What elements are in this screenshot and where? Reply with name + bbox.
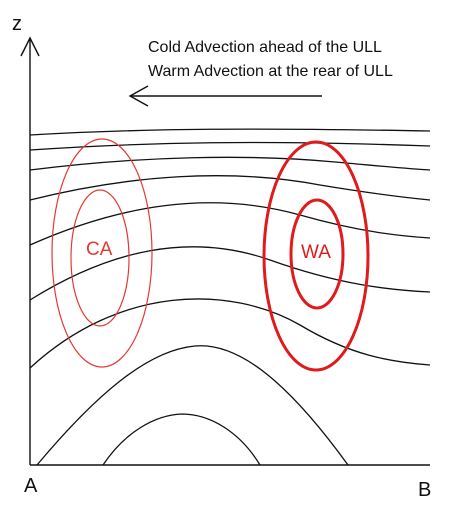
left-arrow-icon [128, 85, 322, 107]
caption-line-1: Cold Advection ahead of the ULL [148, 39, 382, 56]
contour-line-6 [29, 246, 431, 301]
cold-advection-outer-ring [51, 138, 153, 368]
caption-line-2: Warm Advection at the rear of ULL [148, 63, 393, 80]
point-a-label: A [24, 475, 38, 497]
contour-line-7 [29, 298, 431, 369]
warm-advection-outer-ring [262, 140, 370, 372]
contour-line-8 [36, 345, 349, 466]
contour-line-9 [102, 413, 261, 466]
contour-line-1 [29, 128, 431, 136]
z-axis-arrowhead [20, 36, 40, 57]
warm-advection-label: WA [301, 242, 331, 263]
contour-line-4 [29, 175, 431, 201]
warm-advection-region: WA [262, 140, 370, 372]
contour-line-2 [29, 141, 431, 151]
warm-advection-inner-ring [289, 198, 345, 310]
axes [20, 36, 430, 466]
cold-advection-label: CA [86, 239, 113, 260]
cold-advection-inner-ring [70, 189, 130, 327]
z-axis-label: z [12, 13, 22, 35]
contour-line-5 [29, 202, 431, 246]
point-b-label: B [418, 479, 431, 501]
contour-line-3 [29, 156, 431, 171]
cold-advection-region: CA [51, 138, 153, 368]
contour-lines [29, 128, 431, 466]
